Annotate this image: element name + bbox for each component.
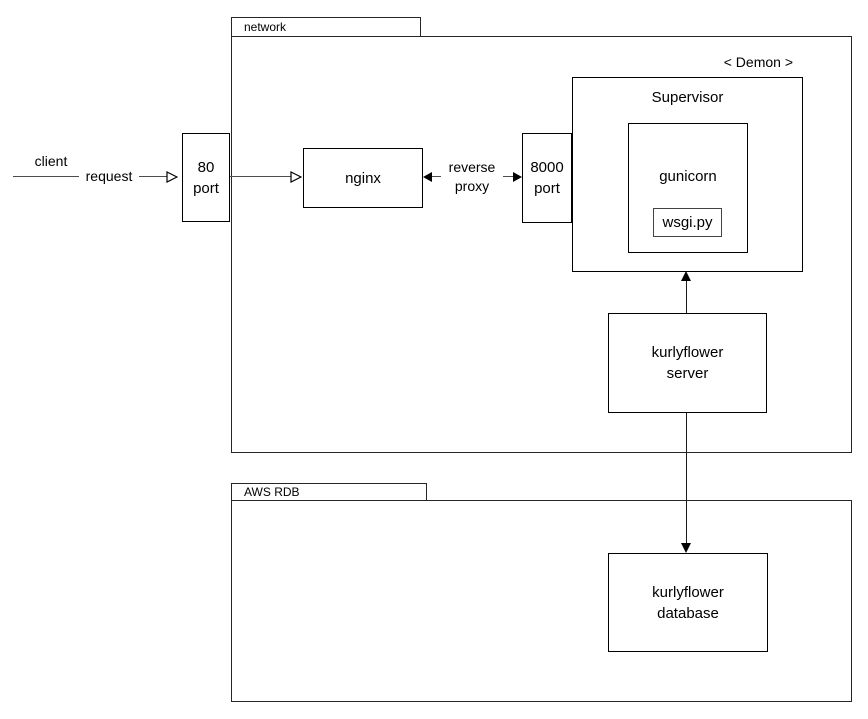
port-80-box: 80 port	[182, 133, 230, 222]
arrowhead-filled-up-icon	[681, 271, 691, 281]
port-8000-box: 8000 port	[522, 133, 572, 223]
port-80-label: 80 port	[193, 158, 219, 197]
kurlyflower-server-box: kurlyflower server	[608, 313, 767, 413]
kurlyflower-database-label: kurlyflower database	[652, 583, 724, 622]
arrowhead-open-right-icon	[290, 171, 302, 183]
aws-rdb-frame-tab: AWS RDB	[231, 483, 427, 501]
client-label: client	[34, 153, 68, 169]
kurlyflower-server-label: kurlyflower server	[651, 344, 724, 382]
gunicorn-label: gunicorn	[659, 168, 717, 185]
server-supervisor-line	[686, 281, 687, 313]
supervisor-box: Supervisor gunicorn wsgi.py	[572, 77, 803, 272]
network-frame-body	[231, 36, 852, 453]
supervisor-label: Supervisor	[651, 89, 724, 106]
kurlyflower-database-box: kurlyflower database	[608, 553, 768, 652]
demon-stereotype-label: < Demon >	[723, 54, 793, 70]
port-8000-label: 8000 port	[530, 159, 564, 197]
port80-nginx-line	[229, 176, 292, 177]
reverse-proxy-label: reverse proxy	[441, 158, 503, 196]
network-frame-tab: network	[231, 17, 421, 37]
request-label: request	[79, 168, 139, 185]
arrowhead-filled-right-icon	[513, 172, 522, 182]
gunicorn-box: gunicorn wsgi.py	[628, 123, 748, 253]
arrowhead-filled-down-icon	[681, 543, 691, 553]
server-database-line	[686, 413, 687, 544]
arrowhead-open-right-icon	[166, 171, 178, 183]
wsgi-label: wsgi.py	[662, 214, 713, 231]
network-frame-label: network	[244, 20, 287, 34]
aws-rdb-frame-label: AWS RDB	[244, 485, 300, 499]
nginx-box: nginx	[303, 148, 423, 208]
wsgi-box: wsgi.py	[653, 208, 722, 237]
aws-rdb-frame-body	[231, 500, 852, 702]
nginx-label: nginx	[345, 169, 381, 187]
arrowhead-filled-left-icon	[423, 172, 432, 182]
